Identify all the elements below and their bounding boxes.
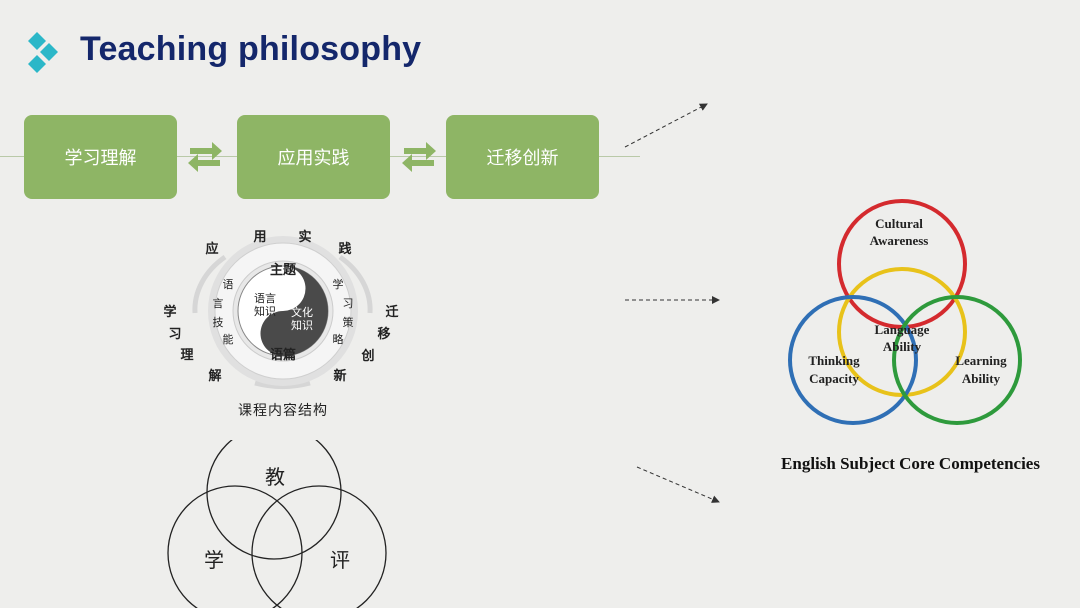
outer-left-char: 习 [168, 327, 181, 342]
outer-left-char: 解 [207, 368, 221, 384]
language-label: Ability [883, 339, 922, 354]
outer-right-char: 移 [377, 326, 390, 342]
core-culture-label: 知识 [291, 318, 313, 332]
connector-arrow [624, 103, 708, 148]
outer-right-char: 新 [333, 368, 346, 384]
ring-left-char: 言 [213, 297, 224, 310]
ring-top-label: 主题 [270, 262, 297, 278]
core-competencies-venn: Cultural Awareness Language Ability Thin… [788, 199, 1022, 425]
curriculum-caption: 课程内容结构 [238, 403, 328, 419]
core-language-label: 语言 [254, 292, 276, 305]
bidirectional-arrow-icon [188, 142, 222, 172]
curriculum-structure-diagram: 应 用 实 践 学 习 理 解 迁 移 创 新 主题 语篇 语 言 技 能 学 … [163, 229, 399, 390]
learning-label: Ability [962, 371, 1001, 386]
thinking-label: Thinking [808, 353, 860, 368]
learning-label: Learning [955, 353, 1007, 368]
stage-application: 应用实践 [237, 115, 390, 199]
language-label: Language [875, 322, 930, 337]
stage-understanding: 学习理解 [24, 115, 177, 199]
outer-left-char: 理 [180, 348, 193, 363]
outer-top-char: 用 [252, 230, 266, 245]
outer-left-char: 学 [163, 304, 176, 320]
core-language-label: 知识 [254, 304, 276, 318]
ring-right-char: 策 [343, 315, 354, 329]
core-culture-label: 文化 [291, 305, 313, 319]
outer-right-char: 迁 [385, 304, 398, 320]
competencies-caption: English Subject Core Competencies [781, 454, 1040, 473]
ring-right-char: 略 [333, 332, 344, 346]
cultural-label: Awareness [870, 233, 929, 248]
cultural-label: Cultural [875, 216, 923, 231]
page-title: Teaching philosophy [80, 30, 422, 68]
assess-label: 评 [330, 548, 350, 572]
stage-transfer: 迁移创新 [446, 115, 599, 199]
ring-bottom-label: 语篇 [270, 347, 296, 363]
diamond-logo-icon [28, 32, 58, 73]
outer-top-char: 应 [205, 241, 218, 257]
teach-label: 教 [265, 465, 285, 489]
ring-right-char: 习 [343, 297, 354, 310]
ring-left-char: 技 [213, 316, 224, 329]
teach-learn-assess-venn: 教 学 评 [167, 440, 387, 608]
bidirectional-arrow-icon [402, 142, 436, 172]
ring-left-char: 能 [223, 332, 234, 346]
thinking-label: Capacity [809, 371, 859, 386]
outer-top-char: 实 [298, 229, 311, 245]
ring-right-char: 学 [333, 277, 344, 291]
learn-label: 学 [204, 548, 224, 572]
outer-top-char: 践 [338, 241, 351, 257]
connector-arrow [636, 466, 720, 503]
outer-right-char: 创 [360, 348, 374, 364]
ring-left-char: 语 [223, 278, 234, 291]
